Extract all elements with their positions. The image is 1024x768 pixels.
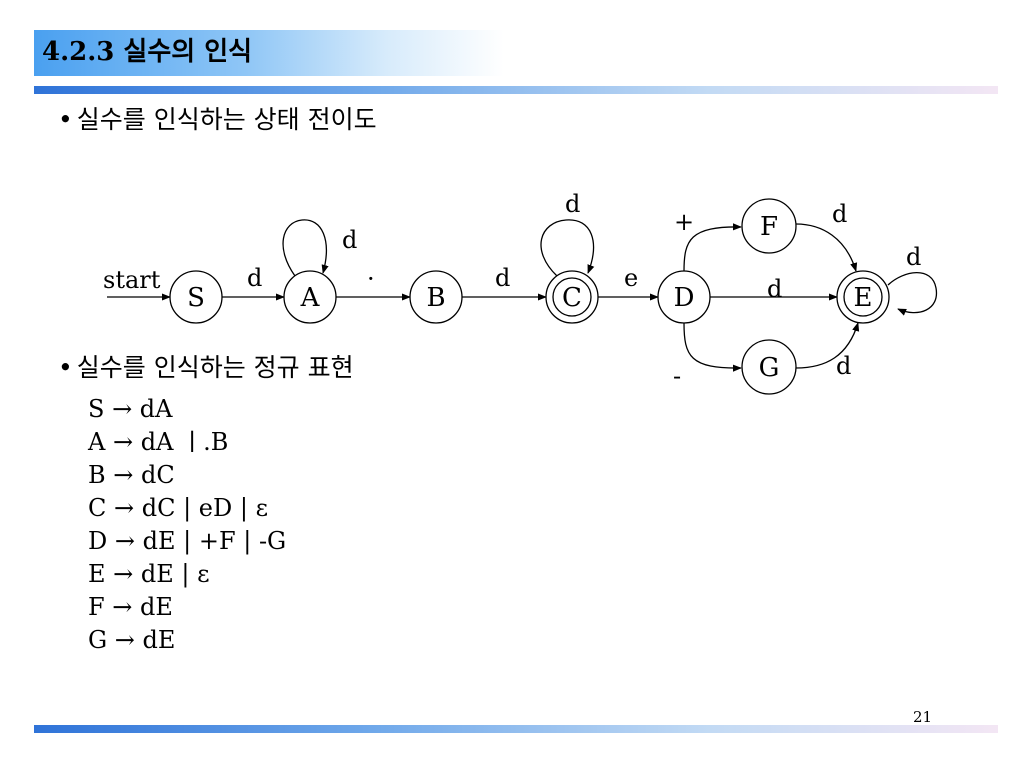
bottom-divider (34, 725, 998, 733)
edge-d-f (683, 223, 742, 272)
bullet-dot: • (58, 105, 73, 134)
edge-f-e (795, 223, 858, 272)
state-s-circle (169, 270, 223, 324)
bullet-regular-expression: •실수를 인식하는 정규 표현 (58, 352, 354, 384)
grammar-rule-s: S → dA (88, 395, 173, 423)
grammar-rules: S → dA A → dA ㅣ.B B → dC C → dC | eD | ε… (88, 393, 286, 657)
start-label: start (103, 266, 161, 294)
state-d-label: D (674, 283, 695, 313)
label-b-c: d (495, 264, 510, 292)
grammar-rule-a: A → dA ㅣ.B (88, 428, 229, 456)
state-a-label: A (300, 283, 321, 313)
state-s-label: S (187, 283, 205, 313)
state-b-label: B (426, 283, 445, 313)
label-a-loop: d (342, 226, 357, 254)
state-c-inner (552, 277, 592, 317)
state-f-label: F (760, 212, 778, 242)
grammar-rule-d: D → dE | +F | -G (88, 527, 287, 555)
state-g-label: G (759, 353, 780, 383)
state-f-circle (741, 198, 797, 254)
edge-a-loop (282, 219, 329, 277)
label-c-loop: d (565, 190, 580, 218)
grammar-rule-e: E → dE | ε (88, 560, 210, 588)
label-g-e: d (836, 352, 851, 380)
label-e-loop: d (906, 243, 921, 271)
bullet-text: 실수를 인식하는 상태 전이도 (76, 105, 377, 134)
bullet-dot: • (58, 353, 73, 382)
edge-d-g (683, 322, 742, 372)
state-d-circle (657, 270, 711, 324)
grammar-rule-c: C → dC | eD | ε (88, 494, 269, 522)
label-d-f: + (674, 208, 694, 236)
edge-c-loop (540, 219, 595, 277)
bullet-text: 실수를 인식하는 정규 표현 (76, 353, 354, 382)
grammar-rule-f: F → dE (88, 593, 173, 621)
label-a-b: · (367, 265, 375, 293)
label-d-g: - (673, 362, 681, 390)
bullet-state-diagram: •실수를 인식하는 상태 전이도 (58, 104, 377, 136)
top-divider (34, 86, 998, 94)
slide-title: 4.2.3 실수의 인식 (42, 37, 253, 67)
label-f-e: d (832, 200, 847, 228)
state-g-circle (741, 339, 797, 395)
state-e-inner (843, 277, 883, 317)
grammar-rule-g: G → dE (88, 626, 176, 654)
state-c-label: C (562, 283, 582, 313)
title-band (34, 30, 504, 76)
label-d-e: d (767, 275, 782, 303)
label-c-d: e (624, 264, 638, 292)
state-a-circle (283, 270, 337, 324)
edge-g-e (795, 322, 860, 369)
page-number: 21 (913, 708, 933, 726)
edge-e-loop (887, 272, 938, 316)
grammar-rule-b: B → dC (88, 461, 175, 489)
state-b-circle (409, 270, 463, 324)
state-e-label: E (854, 283, 873, 313)
label-s-a: d (247, 264, 262, 292)
